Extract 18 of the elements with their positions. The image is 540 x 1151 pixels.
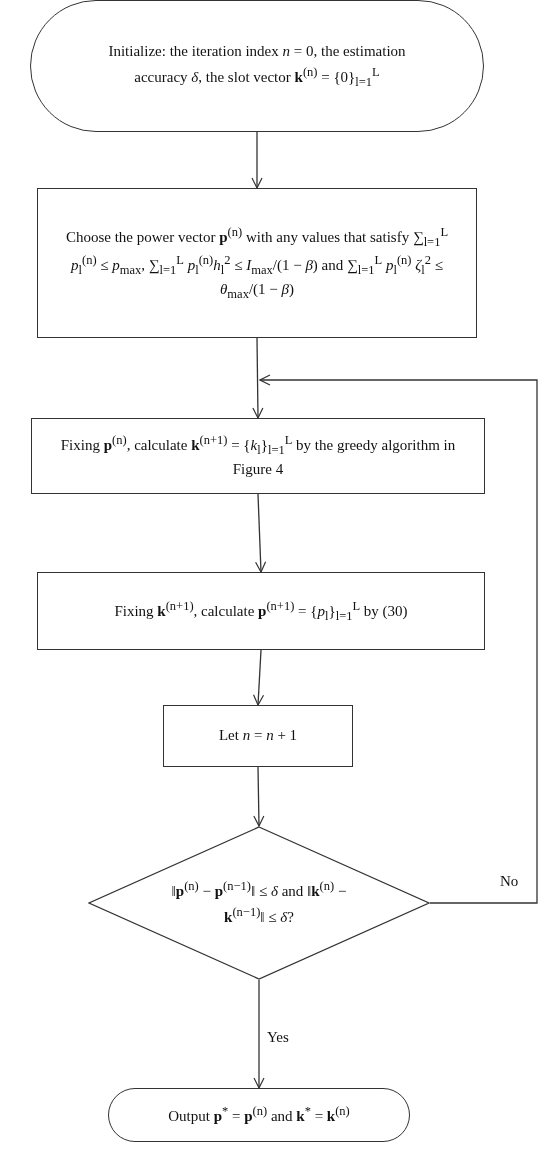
arrow [253,979,265,1089]
arrow [252,337,264,419]
node-text: Fixing p$^{(n)}$, calculate k$^{(n+1)}$ = {k$_{l}$}$_{l=1}$$^{L}$ by the greedy algorithm in Figure 4 [59,432,457,480]
node-text: Let n = n + 1 [217,726,299,746]
node-text: Output p$^{*}$ = p$^{(n)}$ and k$^{*}$ = k$^{(n)}$ [167,1103,351,1127]
node-text: ‖p$^{(n)}$ − p$^{(n−1)}$‖ ≤ δ and ‖k$^{(n)}$ − k$^{(n−1)}$‖ ≤ δ? [170,878,348,927]
node-text: Fixing k$^{(n+1)}$, calculate p$^{(n+1)}$ = {p$_{l}$}$_{l=1}$$^{L}$ by (30) [113,597,409,625]
arrow [252,649,265,706]
process-box [31,418,485,494]
arrow [259,374,538,904]
process-box [37,572,485,650]
end-terminal [108,1088,410,1142]
arrow [253,766,265,827]
arrow [251,131,263,189]
decision-diamond [88,826,430,980]
arrow [255,493,267,573]
process-box [37,188,477,338]
process-box [163,705,353,767]
